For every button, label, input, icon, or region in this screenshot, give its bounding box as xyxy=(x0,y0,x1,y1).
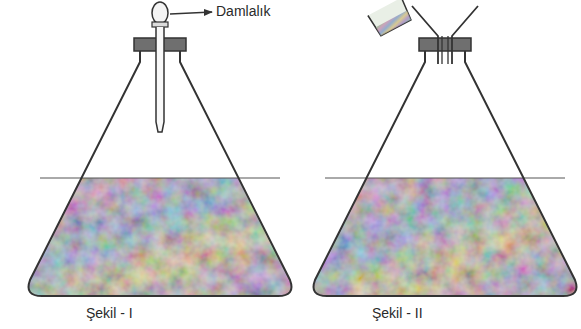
figure-caption: Şekil - II xyxy=(372,306,423,321)
flask-one xyxy=(0,2,320,308)
instrument-label: Damlalık xyxy=(216,4,270,19)
flask-two xyxy=(290,0,581,308)
figure-caption: Şekil - I xyxy=(86,306,133,321)
